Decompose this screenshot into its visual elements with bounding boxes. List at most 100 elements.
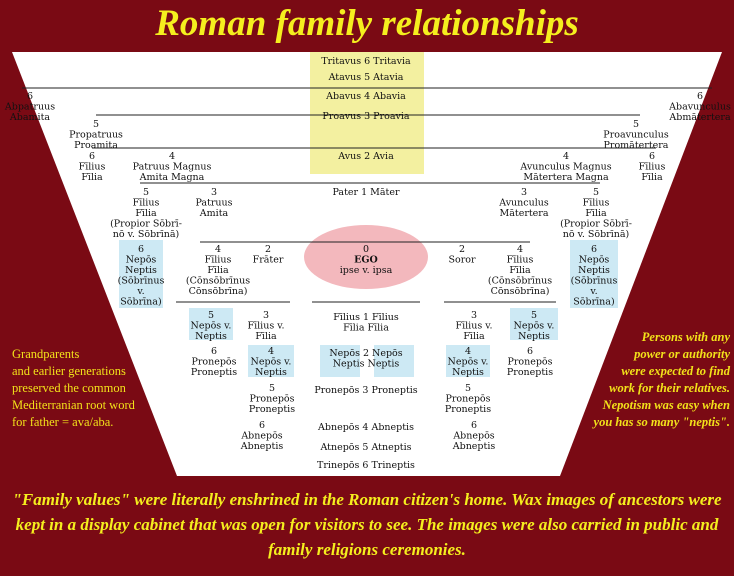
node-label: Fīlius: [133, 198, 160, 209]
node-label: v.: [136, 286, 144, 297]
node-label: 5: [593, 187, 599, 198]
bottom-caption: "Family values" were literally enshrined…: [12, 490, 722, 559]
ancestors-band: [310, 52, 424, 174]
node-label: Fīlia: [585, 208, 607, 219]
node-label: Proneptis: [445, 404, 491, 415]
node-tritavus: Tritavus 6 Tritavia: [321, 56, 411, 67]
node-label: Tritavus 6 Tritavia: [321, 56, 411, 67]
node-label: Neptis: [578, 265, 610, 276]
node-label: nō v. Sōbrīnā): [563, 229, 630, 240]
node-label: Proneptis: [191, 367, 237, 378]
node-label: 6: [138, 244, 144, 255]
node-label: Pronepōs: [445, 394, 490, 405]
node-label: Atnepōs 5 Atneptis: [319, 442, 411, 453]
node-label: Abamita: [9, 112, 50, 123]
node-label: Avunculus Magnus: [519, 162, 611, 173]
node-label: Frāter: [253, 255, 284, 266]
node-label: 6: [259, 420, 265, 431]
node-label: 2: [459, 244, 465, 255]
node-label: Fīlius: [639, 162, 666, 173]
node-label: Patruus: [195, 198, 232, 209]
node-label: Pronepōs: [249, 394, 294, 405]
node-label: Proneptis: [249, 404, 295, 415]
node-label: 5: [531, 310, 537, 321]
node-label: Abnepōs: [452, 431, 494, 442]
node-label: Neptis: [255, 367, 287, 378]
note-right-line: power or authority: [634, 347, 730, 361]
node-label: Nepōs: [579, 255, 610, 266]
node-label: Pronepōs: [191, 357, 236, 368]
node-label: Neptis: [195, 331, 227, 342]
node-label: 5: [633, 119, 639, 130]
node-label: 0: [363, 244, 369, 255]
node-label: ipse v. ipsa: [340, 265, 393, 276]
node-label: Fīlius: [205, 255, 232, 266]
node-label: Nepōs v.: [251, 357, 292, 368]
node-label: Neptis Neptis: [333, 359, 400, 370]
node-label: Fīlia: [641, 172, 663, 183]
node-label: nō v. Sōbrīnā): [113, 229, 180, 240]
node-label: 4: [215, 244, 221, 255]
node-label: Trinepōs 6 Trineptis: [317, 460, 415, 471]
node-abnepos4: Abnepōs 4 Abneptis: [317, 422, 414, 433]
node-pronepos3: Pronepōs 3 Proneptis: [314, 385, 417, 396]
node-label: Abmātertera: [668, 112, 731, 123]
node-label: Abavus 4 Abavia: [325, 91, 406, 102]
note-right: Persons with any power or authority were…: [568, 329, 730, 431]
ego-highlight: [304, 225, 428, 289]
node-label: 5: [143, 187, 149, 198]
node-label: Avus 2 Avia: [337, 151, 394, 162]
node-atavus: Atavus 5 Atavia: [328, 72, 404, 83]
node-label: Cōnsōbrīna): [491, 286, 550, 297]
page-title: Roman family relationships: [155, 3, 579, 44]
node-label: Fīlius: [79, 162, 106, 173]
node-label: EGO: [354, 255, 378, 266]
node-label: Fīlius: [583, 198, 610, 209]
node-label: Nepōs 2 Nepōs: [329, 348, 402, 359]
node-label: Promātertera: [604, 140, 669, 151]
node-label: Fīlia: [255, 331, 277, 342]
node-label: Proneptis: [507, 367, 553, 378]
node-label: Fīlius: [507, 255, 534, 266]
node-label: (Propior Sōbrī-: [110, 219, 182, 230]
note-right-line: Persons with any: [641, 330, 730, 344]
node-label: 3: [263, 310, 269, 321]
node-label: 5: [269, 383, 275, 394]
node-label: 6: [527, 346, 533, 357]
node-label: Propatruus: [69, 130, 123, 141]
node-label: 4: [268, 346, 274, 357]
node-label: (Cōnsōbrīnus: [186, 276, 250, 287]
node-label: Abneptis: [452, 441, 496, 452]
node-label: v.: [589, 286, 597, 297]
node-label: (Cōnsōbrīnus: [488, 276, 552, 287]
nepos-cells: [119, 240, 618, 377]
node-label: Cōnsōbrīna): [189, 286, 248, 297]
node-label: Amita: [199, 208, 229, 219]
node-pater: Pater 1 Māter: [332, 187, 400, 198]
note-right-line: Nepotism was easy when: [602, 398, 730, 412]
node-label: 3: [521, 187, 527, 198]
node-label: Proavus 3 Proavia: [322, 111, 409, 122]
node-avus: Avus 2 Avia: [337, 151, 394, 162]
node-label: 5: [465, 383, 471, 394]
